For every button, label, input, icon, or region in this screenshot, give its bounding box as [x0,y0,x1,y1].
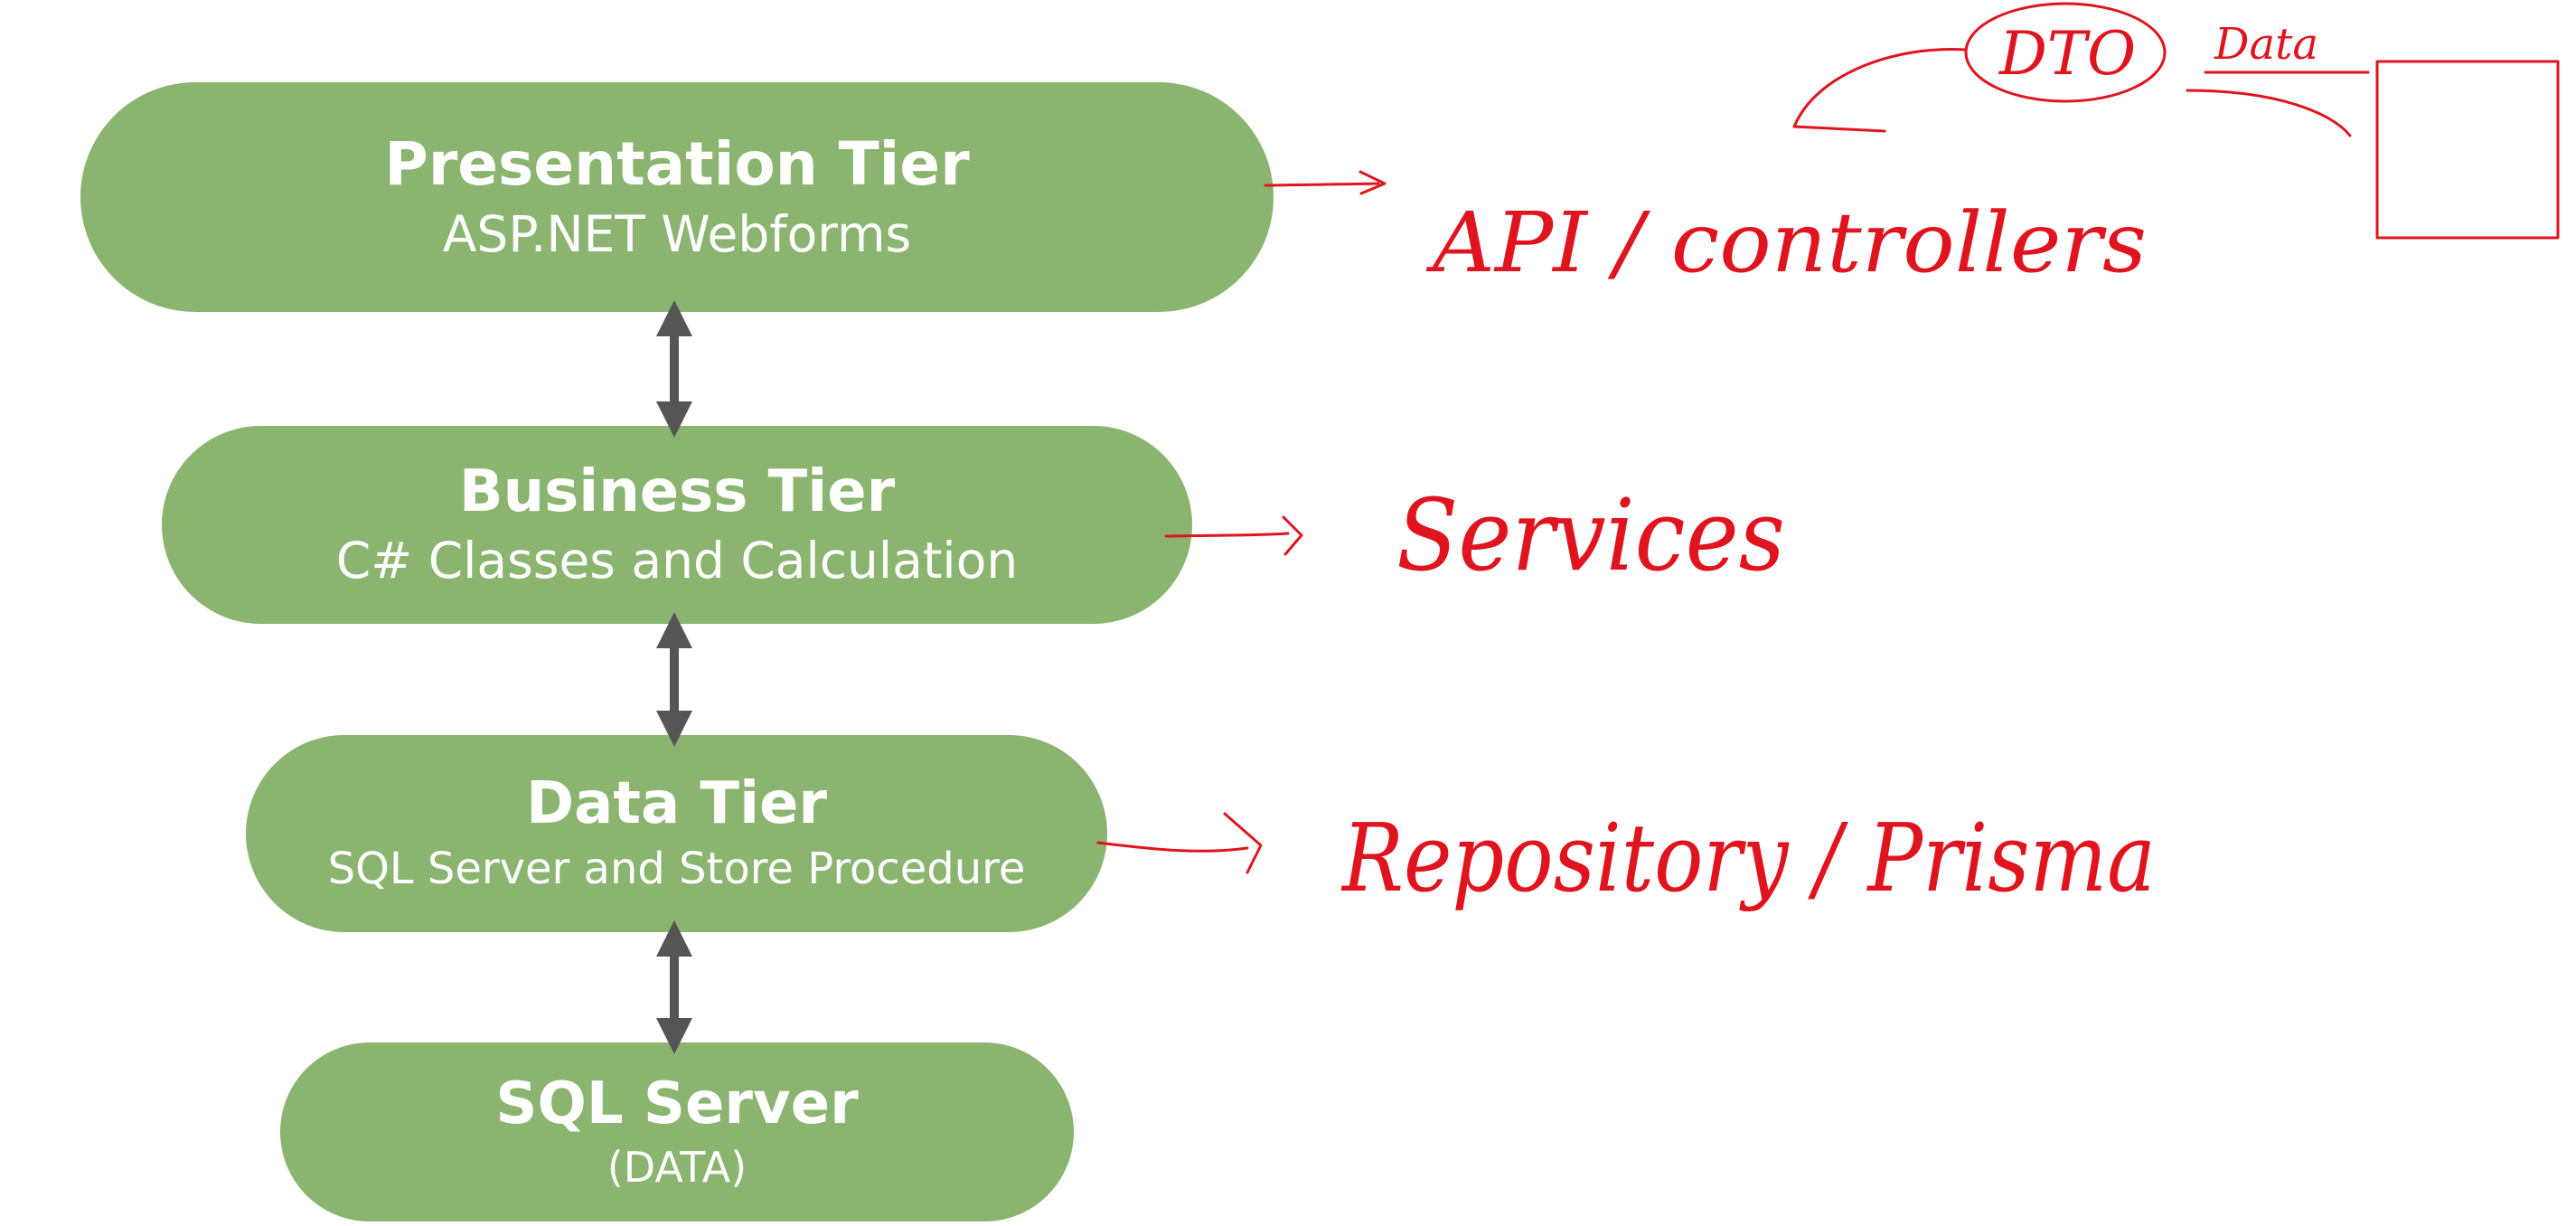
handwritten-dto-group [1792,2,2560,240]
sql-server-subtitle: (DATA) [606,1143,747,1193]
handwritten-dto: DTO [1998,19,2136,89]
data-tier-subtitle: SQL Server and Store Procedure [327,844,1026,894]
business-tier-subtitle: C# Classes and Calculation [335,532,1019,590]
handwritten-arrow-repository [1096,812,1263,874]
business-tier-title: Business Tier [458,457,896,525]
sql-server-box: SQL Server (DATA) [280,1042,1074,1221]
handwritten-data: Data [2214,19,2318,70]
handwritten-arrow-api [1264,170,1387,195]
presentation-tier-subtitle: ASP.NET Webforms [442,204,912,263]
data-tier-box: Data Tier SQL Server and Store Procedure [246,735,1107,932]
handwritten-repository-prisma: Repository / Prisma [1340,803,2156,913]
sql-server-title: SQL Server [495,1070,859,1137]
handwritten-api-controllers: API / controllers [1425,194,2147,291]
presentation-tier-title: Presentation Tier [384,129,970,200]
business-tier-box: Business Tier C# Classes and Calculation [162,426,1192,624]
presentation-tier-box: Presentation Tier ASP.NET Webforms [80,82,1274,312]
data-tier-title: Data Tier [526,770,827,838]
handwritten-services: Services [1396,477,1785,593]
